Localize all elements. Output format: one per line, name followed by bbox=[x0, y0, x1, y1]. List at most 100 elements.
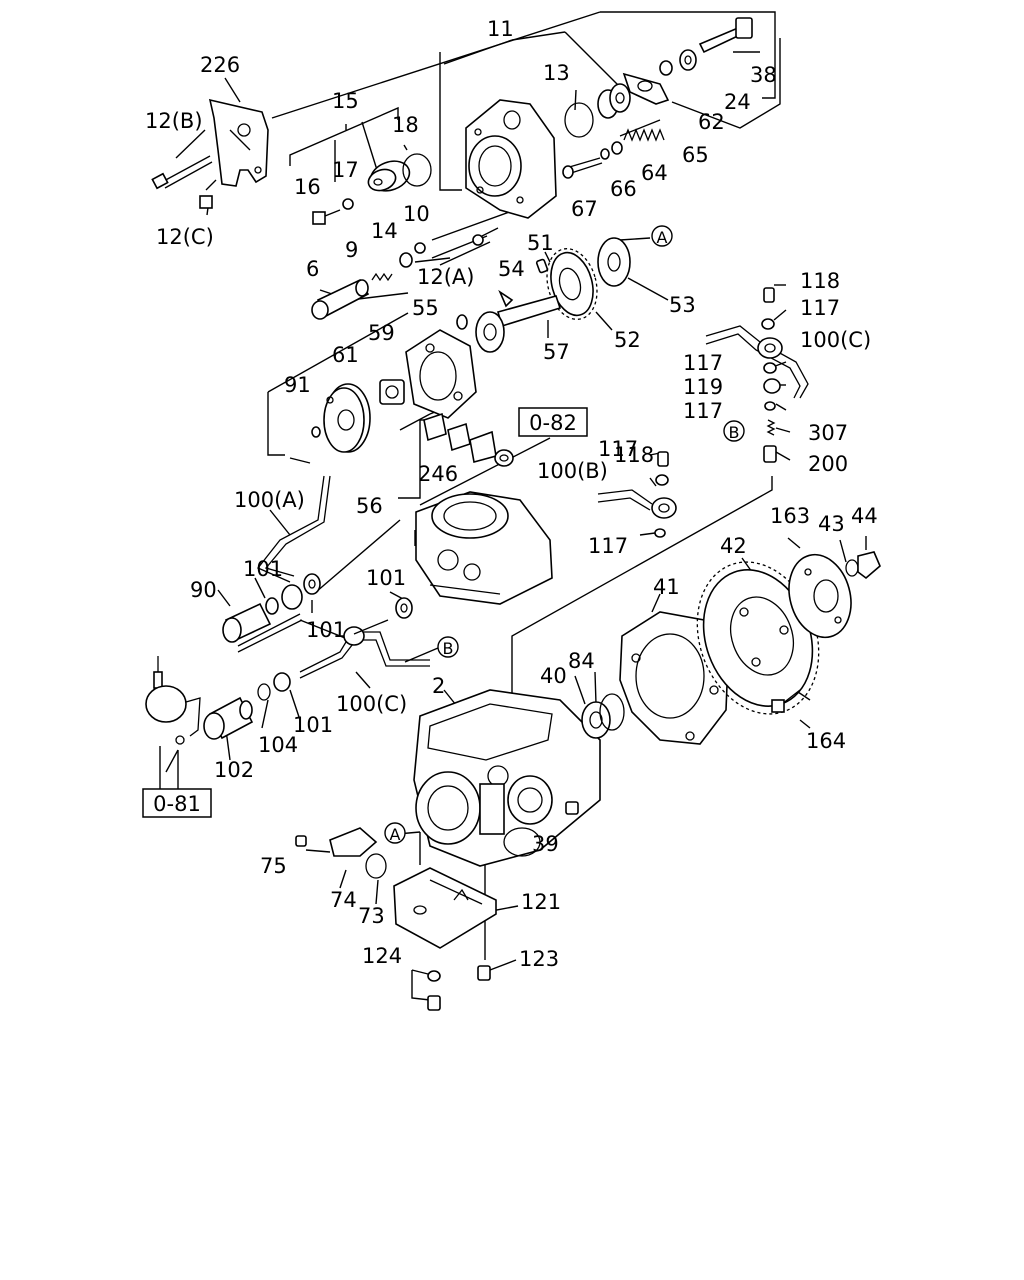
label-124: 124 bbox=[362, 944, 402, 968]
part-100b-pipe bbox=[597, 451, 677, 538]
label-15: 15 bbox=[332, 89, 359, 113]
marker-a-bottom: A bbox=[384, 822, 406, 844]
label-117d-text: 117 bbox=[598, 437, 639, 461]
svg-text:A: A bbox=[390, 825, 401, 844]
label-14: 14 bbox=[371, 219, 398, 243]
part-14-10-9 bbox=[371, 242, 426, 282]
label-2: 2 bbox=[432, 674, 445, 698]
part-12a-bolt bbox=[472, 227, 499, 246]
part-43-44-nut bbox=[845, 551, 881, 580]
label-226: 226 bbox=[200, 53, 240, 77]
part-54-51-55 bbox=[456, 258, 549, 330]
part-62-plate bbox=[622, 72, 670, 105]
label-100a: 100(A) bbox=[234, 488, 305, 512]
label-65: 65 bbox=[682, 143, 709, 167]
reference-label-0-82: 0-82 bbox=[529, 411, 577, 435]
part-59-coupling bbox=[379, 379, 405, 405]
marker-b-right: B bbox=[723, 420, 745, 442]
part-64-66-67 bbox=[562, 141, 623, 179]
label-100c-right: 100(C) bbox=[800, 328, 871, 352]
part-100a-pipe bbox=[237, 475, 331, 653]
leader-lines bbox=[159, 11, 867, 1001]
label-101d: 101 bbox=[293, 713, 333, 737]
label-12c: 12(C) bbox=[156, 225, 214, 249]
part-11-housing bbox=[465, 99, 557, 219]
part-2-pump-body bbox=[413, 689, 601, 867]
label-12b: 12(B) bbox=[145, 109, 203, 133]
part-65-spring bbox=[619, 119, 665, 142]
label-62: 62 bbox=[698, 110, 725, 134]
label-104: 104 bbox=[258, 733, 298, 757]
part-163-flange bbox=[788, 553, 852, 639]
label-74: 74 bbox=[330, 888, 357, 912]
label-41: 41 bbox=[653, 575, 680, 599]
label-13: 13 bbox=[543, 61, 570, 85]
part-52-gear bbox=[546, 248, 598, 320]
label-75: 75 bbox=[260, 854, 287, 878]
label-9: 9 bbox=[345, 238, 358, 262]
label-40: 40 bbox=[540, 664, 567, 688]
part-100c-lower-pipe bbox=[299, 619, 430, 679]
label-102: 102 bbox=[214, 758, 254, 782]
marker-a-top: A bbox=[651, 225, 673, 247]
part-13-oring bbox=[564, 102, 594, 138]
label-12a: 12(A) bbox=[417, 265, 474, 289]
label-90: 90 bbox=[190, 578, 217, 602]
part-bushing bbox=[597, 83, 631, 119]
part-123-124 bbox=[427, 965, 491, 1011]
label-101a: 101 bbox=[243, 557, 283, 581]
label-44: 44 bbox=[851, 504, 878, 528]
reference-box-0-81[interactable]: 0-81 bbox=[142, 788, 212, 818]
part-246-rollers bbox=[423, 412, 514, 467]
part-100c-right-pipe bbox=[705, 287, 809, 463]
part-164-bolt bbox=[771, 689, 801, 713]
part-39-nut bbox=[565, 801, 579, 815]
label-59: 59 bbox=[368, 321, 395, 345]
label-42: 42 bbox=[720, 534, 747, 558]
reference-label-0-81: 0-81 bbox=[153, 792, 201, 816]
reference-box-0-82[interactable]: 0-82 bbox=[518, 407, 588, 437]
part-226-bracket bbox=[208, 98, 269, 187]
part-90-fitting bbox=[222, 573, 321, 643]
label-100b: 100(B) bbox=[537, 459, 608, 483]
svg-text:B: B bbox=[443, 639, 454, 658]
label-67: 67 bbox=[571, 197, 598, 221]
label-118a: 118 bbox=[800, 269, 840, 293]
label-24: 24 bbox=[724, 90, 751, 114]
part-74-75 bbox=[295, 827, 387, 879]
label-117c: 117 bbox=[683, 399, 723, 423]
label-117a: 117 bbox=[800, 296, 840, 320]
svg-text:A: A bbox=[657, 228, 668, 247]
label-51: 51 bbox=[527, 231, 554, 255]
part-12c-bolt bbox=[199, 179, 217, 209]
part-91-washer bbox=[311, 426, 321, 438]
part-12b-bolt bbox=[151, 155, 213, 190]
label-100c-lower: 100(C) bbox=[336, 692, 407, 716]
part-38-bolt bbox=[659, 17, 753, 76]
label-39: 39 bbox=[532, 832, 559, 856]
label-10: 10 bbox=[403, 202, 430, 226]
label-123: 123 bbox=[519, 947, 559, 971]
part-40-bearing bbox=[581, 693, 625, 739]
label-38: 38 bbox=[750, 63, 777, 87]
label-52: 52 bbox=[614, 328, 641, 352]
part-18-oring bbox=[402, 153, 432, 187]
label-246: 246 bbox=[418, 462, 458, 486]
part-sensor-081 bbox=[145, 656, 201, 745]
part-61-plate bbox=[323, 383, 371, 453]
label-117b: 117 bbox=[683, 351, 723, 375]
part-6-valve bbox=[311, 278, 370, 320]
marker-b-left: B bbox=[437, 636, 459, 658]
label-163: 163 bbox=[770, 504, 810, 528]
label-121: 121 bbox=[521, 890, 561, 914]
part-102-fitting bbox=[203, 672, 291, 740]
label-164: 164 bbox=[806, 729, 846, 753]
label-56: 56 bbox=[356, 494, 383, 518]
label-61: 61 bbox=[332, 343, 359, 367]
part-pump-head bbox=[415, 491, 553, 605]
label-73: 73 bbox=[358, 904, 385, 928]
part-101-washer-mid bbox=[395, 597, 413, 619]
label-66: 66 bbox=[610, 177, 637, 201]
